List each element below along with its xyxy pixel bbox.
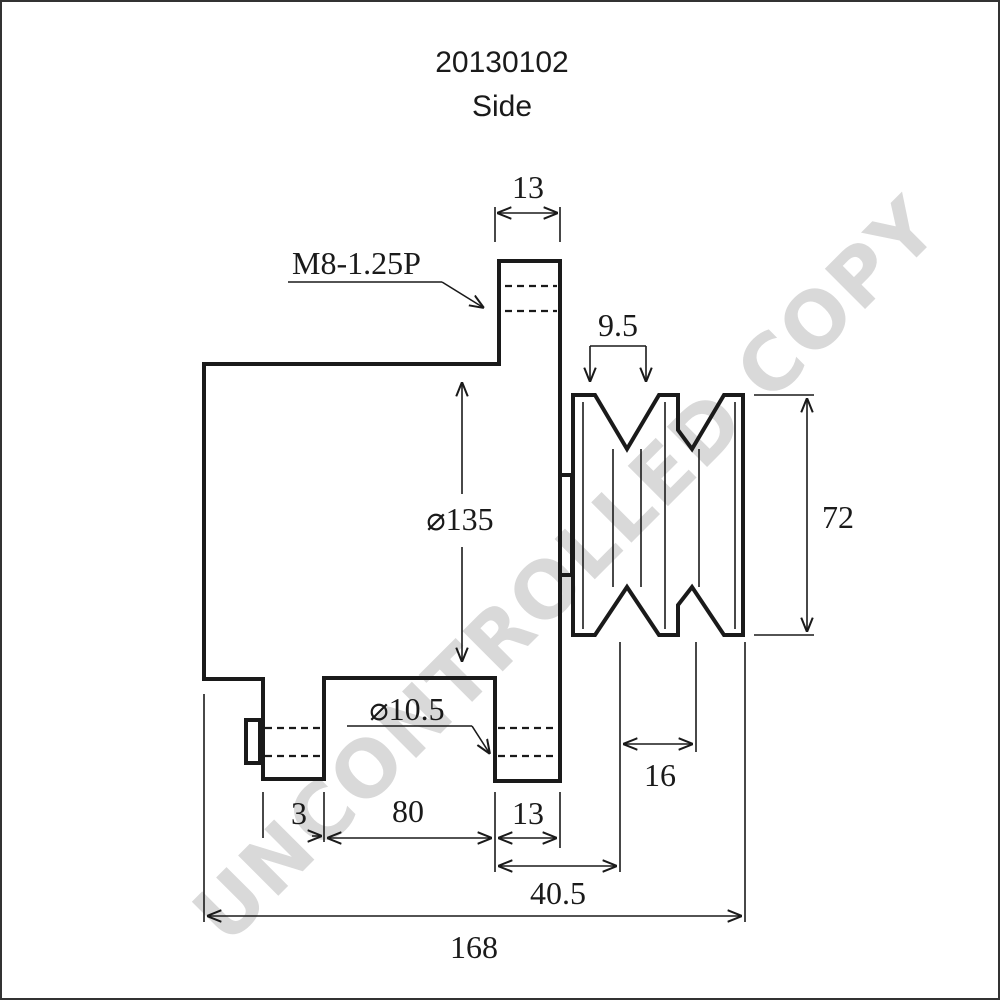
dim-label: ⌀135 xyxy=(426,501,493,537)
dim-body-diameter: ⌀135 xyxy=(426,382,494,662)
dim-pulley-diameter: 72 xyxy=(754,394,854,636)
dim-pulley-groove-span: 16 xyxy=(623,744,693,793)
dim-top-lug-width: 13 xyxy=(494,169,561,242)
dim-label: 3 xyxy=(291,795,307,831)
dim-label: 16 xyxy=(644,757,676,793)
dim-pulley-offset: 40.5 xyxy=(498,866,617,911)
flange-plate xyxy=(244,718,262,765)
dim-label: 40.5 xyxy=(530,875,586,911)
dim-label: 80 xyxy=(392,793,424,829)
dim-label: 13 xyxy=(512,795,544,831)
dim-lower-lug-width: 13 xyxy=(498,795,557,838)
dim-label: 9.5 xyxy=(598,307,638,343)
dim-label: 168 xyxy=(450,929,498,965)
dim-lug-spacing: 80 xyxy=(327,793,492,838)
dim-groove-pitch: 9.5 xyxy=(590,307,646,382)
housing-outline xyxy=(202,259,562,783)
dim-label: ⌀10.5 xyxy=(369,691,444,727)
dim-label: 72 xyxy=(822,499,854,535)
dim-overall-length: 168 xyxy=(207,916,742,965)
thread-label: M8-1.25P xyxy=(292,245,421,281)
thread-callout: M8-1.25P xyxy=(288,245,484,308)
drawing-title-view: Side xyxy=(471,90,533,123)
dim-lower-hole-diameter: ⌀10.5 xyxy=(347,691,490,754)
watermark-text: UNCONTROLLED COPY xyxy=(177,181,957,961)
dim-flange-thickness: 3 xyxy=(291,795,322,836)
dim-label: 13 xyxy=(512,169,544,205)
pulley xyxy=(571,393,745,637)
drawing-title-code: 20130102 xyxy=(435,46,569,79)
